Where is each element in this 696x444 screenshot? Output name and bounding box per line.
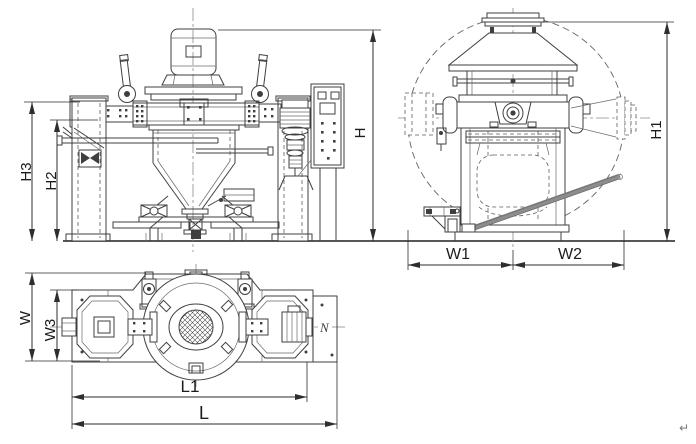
dimensions: H3 H2 H H1 W1 W2	[17, 21, 674, 429]
dimension-h3: H3	[18, 101, 80, 241]
phantom-left-box	[404, 92, 434, 136]
dim-label-l1: L1	[181, 377, 200, 396]
vessel-plan-circles	[142, 273, 250, 381]
dim-label-w: W	[17, 310, 34, 325]
dim-label-h2: H2	[43, 171, 60, 190]
side-view	[398, 8, 650, 250]
support-frame-left	[65, 95, 111, 242]
side-left-bracket	[423, 206, 461, 233]
dimension-l1: L1	[71, 362, 308, 429]
phantom-mouth-flange	[570, 96, 637, 140]
panel-lamp-left	[317, 91, 327, 100]
dim-label-h1: H1	[648, 120, 665, 139]
gusset-flags	[158, 299, 234, 355]
dim-label-w3: W3	[42, 319, 59, 342]
motor	[144, 28, 243, 101]
bearing-assembly	[435, 94, 591, 151]
trunnion-posts	[118, 53, 269, 103]
panel-lamp-right	[330, 91, 340, 100]
panel-display	[319, 102, 336, 115]
dim-label-h3: H3	[18, 162, 35, 181]
plan-left-trunnion	[61, 295, 158, 359]
inlet-mesh-circle	[178, 309, 214, 345]
dimension-h2: H2	[43, 119, 98, 241]
plan-view	[50, 264, 347, 390]
control-panel	[297, 83, 345, 241]
dim-label-w2: W2	[558, 246, 582, 263]
side-column	[446, 127, 570, 241]
dim-label-l: L	[199, 403, 209, 423]
dimension-l: L	[72, 362, 338, 429]
plan-motor	[281, 305, 313, 343]
n-marker: N	[319, 320, 330, 335]
mixing-cone-vessel	[56, 124, 274, 235]
dimension-h1: H1	[542, 21, 674, 241]
discharge-stand	[112, 204, 280, 241]
return-mark: ↵	[679, 421, 689, 435]
plan-right-trunnion	[238, 295, 313, 359]
dimension-w3: W3	[42, 289, 78, 361]
dimension-w1-w2: W1 W2	[407, 230, 625, 270]
front-view	[56, 8, 345, 252]
dim-label-h: H	[352, 128, 369, 139]
trunnion-beam	[132, 98, 260, 128]
discharge-chute	[461, 173, 623, 233]
dimension-w: W	[17, 272, 146, 362]
drive-unit	[258, 99, 314, 191]
dim-label-w1: W1	[446, 246, 470, 263]
dimension-h: H	[218, 29, 381, 241]
hopper	[447, 12, 579, 95]
